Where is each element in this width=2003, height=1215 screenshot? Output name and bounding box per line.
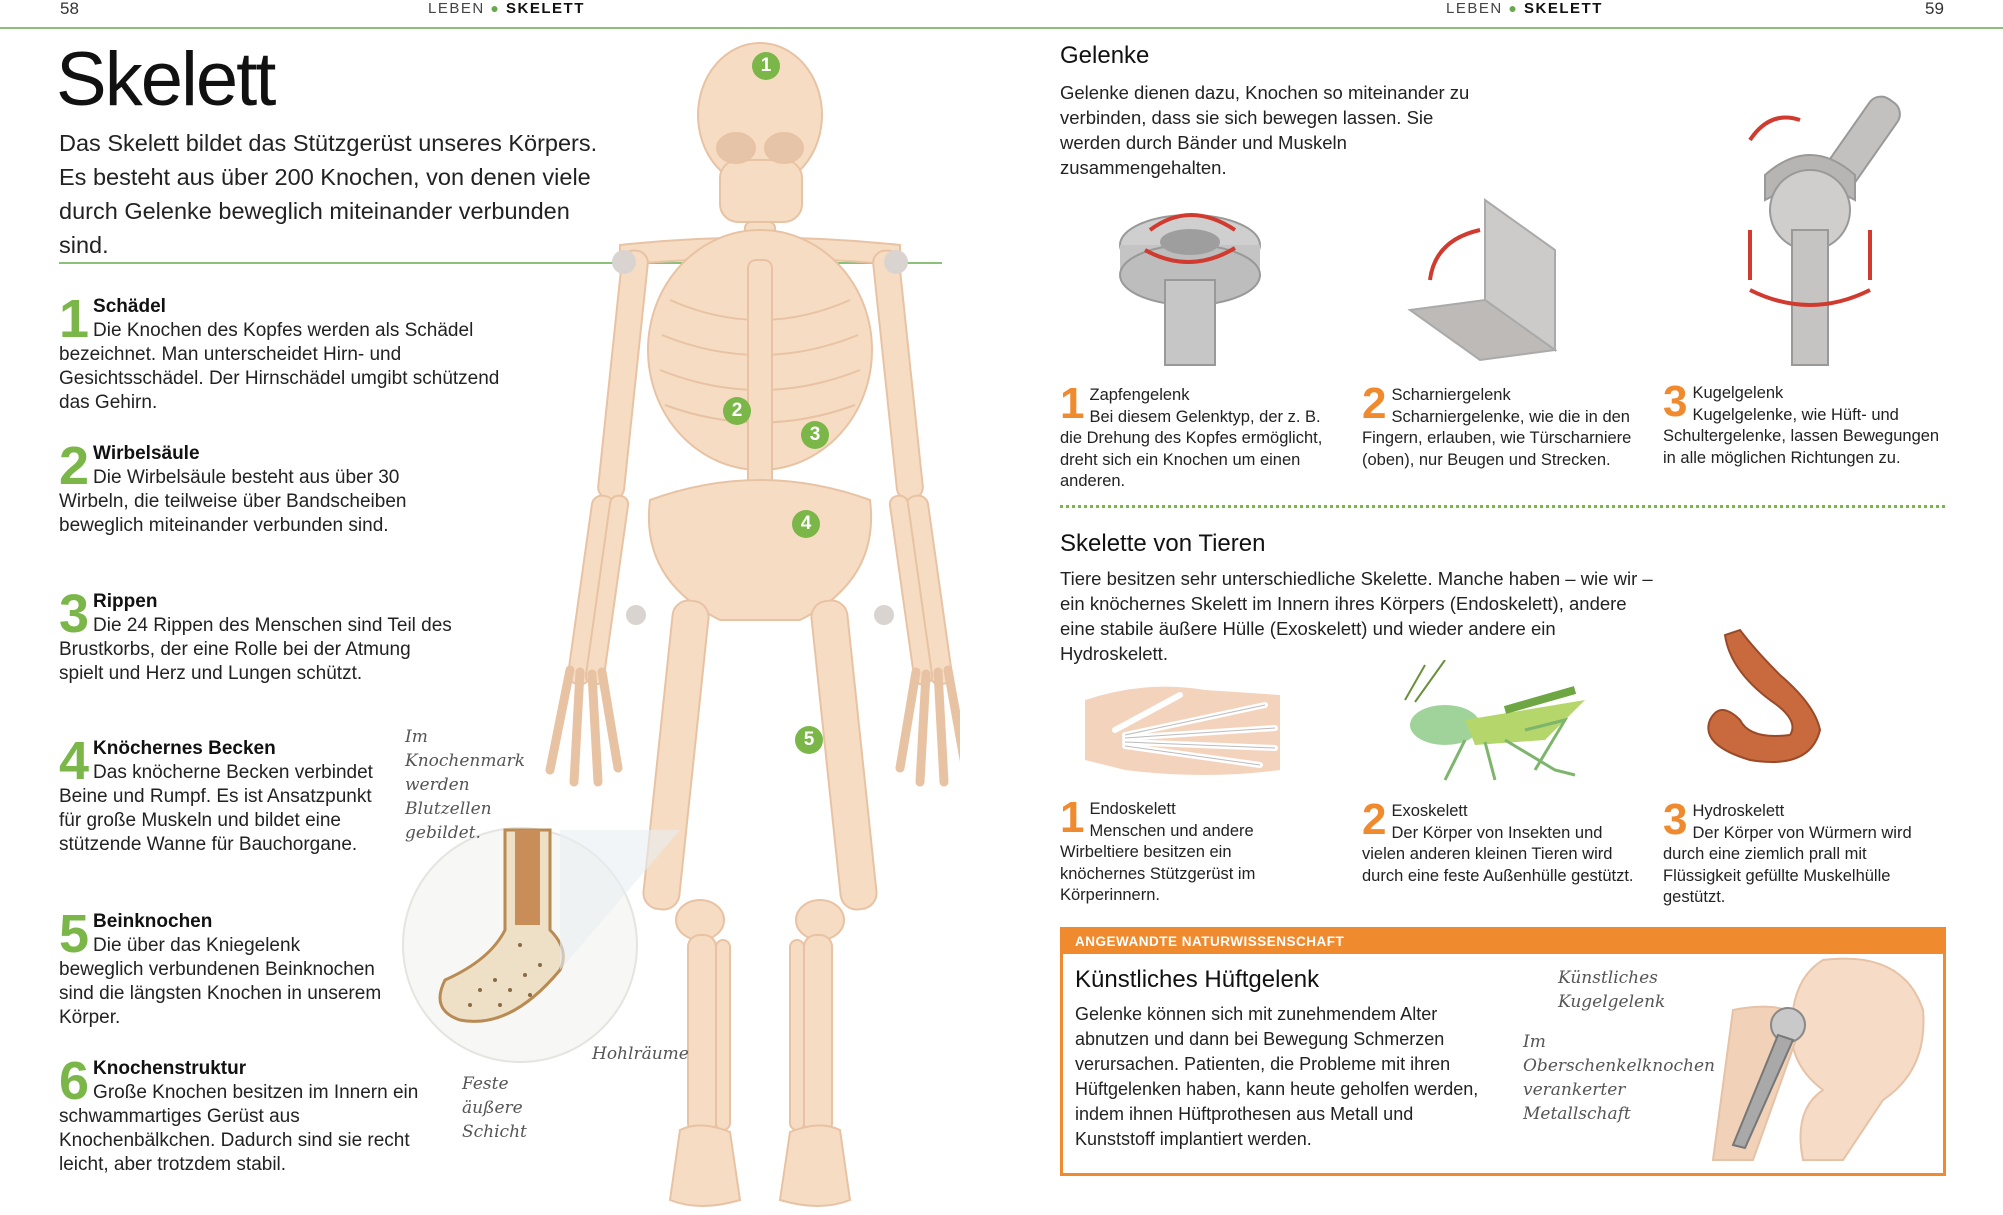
item-number: 2: [59, 436, 90, 496]
note-metal-shaft: Im Oberschenkelknochen verankerter Metal…: [1523, 1032, 1715, 1124]
note-marrow: Im Knochenmark werden Blutzellen gebilde…: [405, 727, 526, 843]
item-title: Beinknochen: [93, 911, 213, 932]
item-number: 3: [1663, 795, 1688, 844]
item-number: 6: [59, 1051, 90, 1111]
animals-text: Tiere besitzen sehr unterschiedliche Ske…: [1060, 568, 1653, 664]
item-text: Menschen und andere Wirbeltiere besitzen…: [1060, 821, 1256, 905]
animal-item-hydro: 3 Hydroskelett Der Körper von Würmern wi…: [1663, 795, 1938, 909]
running-head-left: LEBEN ● SKELETT: [428, 0, 585, 17]
worm-illustration: [1707, 628, 1822, 763]
joint-item-pivot: 1 Zapfengelenk Bei diesem Gelenktyp, der…: [1060, 379, 1345, 493]
note-artificial-ball: Künstliches Kugelgelenk: [1558, 968, 1666, 1012]
topic-label: SKELETT: [1524, 0, 1603, 17]
item-text: Die Knochen des Kopfes werden als Schäde…: [59, 320, 500, 413]
hinge-joint-illustration: [1407, 198, 1558, 362]
bullet-icon: ●: [1508, 0, 1519, 16]
item-text: Das knöcherne Becken verbindet Beine und…: [59, 762, 373, 855]
item-spine: 2 Wirbelsäule Die Wirbelsäule besteht au…: [59, 436, 449, 538]
item-text: Scharniergelenke, wie die in den Fingern…: [1362, 407, 1632, 469]
marker-1: 1: [752, 52, 780, 80]
marker-4: 4: [792, 510, 820, 538]
intro-text: Das Skelett bildet das Stützgerüst unser…: [59, 130, 598, 258]
intro-rule: [59, 262, 942, 264]
item-skull: 1 Schädel Die Knochen des Kopfes werden …: [59, 289, 529, 415]
item-pelvis: 4 Knöchernes Becken Das knöcherne Becken…: [59, 731, 389, 857]
page-number-right: 59: [1925, 0, 1944, 18]
item-title: Kugelgelenk: [1692, 384, 1784, 402]
item-number: 4: [59, 731, 90, 791]
item-title: Hydroskelett: [1692, 802, 1785, 820]
item-ribs: 3 Rippen Die 24 Rippen des Menschen sind…: [59, 584, 454, 686]
section-label: LEBEN: [428, 0, 485, 17]
animal-item-endo: 1 Endoskelett Menschen und andere Wirbel…: [1060, 793, 1320, 907]
joint-item-ball: 3 Kugelgelenk Kugelgelenke, wie Hüft- un…: [1663, 377, 1953, 469]
page-title: Skelett: [56, 37, 276, 122]
applied-science-box: ANGEWANDTE NATURWISSENSCHAFT Künstliches…: [1060, 927, 1946, 1176]
item-bone-structure: 6 Knochenstruktur Große Knochen besitzen…: [59, 1051, 419, 1177]
item-title: Endoskelett: [1089, 800, 1176, 818]
joints-text: Gelenke dienen dazu, Knochen so miteinan…: [1060, 82, 1470, 178]
item-title: Scharniergelenk: [1391, 386, 1511, 404]
item-text: Große Knochen besitzen im Innern ein sch…: [59, 1082, 419, 1175]
note-cavities: Hohlräume: [592, 1044, 689, 1064]
item-title: Knöchernes Becken: [93, 738, 276, 759]
hip-prosthesis-illustration: [1711, 957, 1925, 1161]
applied-science-label: ANGEWANDTE NATURWISSENSCHAFT: [1063, 930, 1943, 954]
bullet-icon: ●: [490, 0, 501, 16]
item-number: 2: [1362, 379, 1387, 428]
hip-joint-text: Gelenke können sich mit zunehmendem Alte…: [1075, 1004, 1479, 1149]
section-divider: [1060, 505, 1945, 508]
marker-2: 2: [723, 397, 751, 425]
item-number: 3: [59, 584, 90, 644]
item-title: Rippen: [93, 591, 158, 612]
item-text: Die 24 Rippen des Menschen sind Teil des…: [59, 615, 452, 684]
note-outer-layer: Feste äußere Schicht: [462, 1074, 527, 1142]
item-text: Bei diesem Gelenktyp, der z. B. die Dreh…: [1060, 407, 1323, 491]
item-title: Wirbelsäule: [93, 443, 200, 464]
item-text: Der Körper von Würmern wird durch eine z…: [1663, 823, 1912, 907]
item-text: Kugelgelenke, wie Hüft- und Schultergele…: [1663, 405, 1940, 467]
item-title: Knochenstruktur: [93, 1058, 247, 1079]
item-number: 2: [1362, 795, 1387, 844]
animal-item-exo: 2 Exoskelett Der Körper von Insekten und…: [1362, 795, 1647, 887]
joints-heading: Gelenke: [1060, 42, 1150, 69]
item-leg-bones: 5 Beinknochen Die über das Kniegelenk be…: [59, 904, 389, 1030]
marker-5: 5: [795, 726, 823, 754]
topic-label: SKELETT: [506, 0, 585, 17]
item-number: 3: [1663, 377, 1688, 426]
bone-section-illustration: [402, 827, 680, 1063]
item-number: 5: [59, 904, 90, 964]
section-label: LEBEN: [1446, 0, 1503, 17]
marker-3: 3: [801, 421, 829, 449]
grasshopper-illustration: [1404, 660, 1585, 781]
item-text: Die über das Kniegelenk beweglich verbun…: [59, 935, 382, 1028]
item-text: Die Wirbelsäule besteht aus über 30 Wirb…: [59, 467, 407, 536]
item-title: Schädel: [93, 296, 166, 317]
page-number-left: 58: [60, 0, 79, 18]
hand-skeleton-illustration: [1085, 686, 1280, 775]
ball-joint-illustration: [1748, 95, 1901, 366]
item-number: 1: [59, 289, 90, 349]
item-number: 1: [1060, 793, 1085, 842]
item-text: Der Körper von Insekten und vielen ander…: [1362, 823, 1634, 885]
header-rule: [0, 27, 2003, 29]
hip-joint-heading: Künstliches Hüftgelenk: [1075, 966, 1320, 993]
item-title: Zapfengelenk: [1089, 386, 1190, 404]
animals-heading: Skelette von Tieren: [1060, 530, 1266, 557]
item-title: Exoskelett: [1391, 802, 1468, 820]
item-number: 1: [1060, 379, 1085, 428]
pivot-joint-illustration: [1119, 213, 1261, 366]
running-head-right: LEBEN ● SKELETT: [1446, 0, 1603, 17]
joint-item-hinge: 2 Scharniergelenk Scharniergelenke, wie …: [1362, 379, 1652, 471]
